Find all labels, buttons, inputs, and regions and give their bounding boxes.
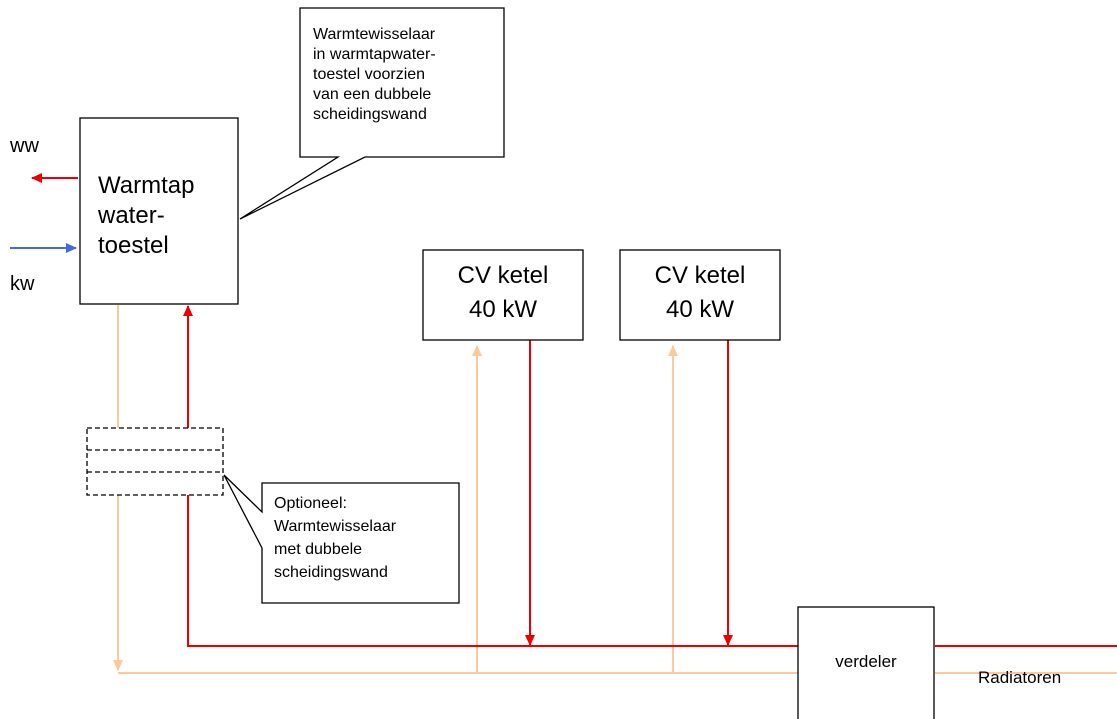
boiler-1-box xyxy=(422,249,584,341)
callout-top-line-2: in warmtapwater- xyxy=(313,46,436,63)
callout-bottom-text: Optioneel: Warmtewisselaar met dubbele s… xyxy=(274,495,401,581)
heater-label-line-3: toestel xyxy=(98,232,169,259)
optional-heat-exchanger xyxy=(86,427,224,496)
callout-top-bubble xyxy=(239,7,505,220)
hot-water-heater-box xyxy=(79,117,239,305)
callout-top-text: Warmtewisselaar in warmtapwater- toestel… xyxy=(313,26,440,123)
heater-label-line-2: water- xyxy=(97,202,165,229)
ww-label: ww xyxy=(9,135,39,157)
boiler-2-line-1: CV ketel xyxy=(655,262,746,289)
callout-top-line-1: Warmtewisselaar xyxy=(313,26,436,43)
radiators-label: Radiatoren xyxy=(978,668,1061,687)
boiler-2-line-2: 40 kW xyxy=(666,296,734,323)
heater-label-line-1: Warmtap xyxy=(98,172,194,199)
boiler-1-line-2: 40 kW xyxy=(469,296,537,323)
callout-bottom-line-4: scheidingswand xyxy=(274,564,388,581)
callout-bottom-line-3: met dubbele xyxy=(274,541,362,558)
supply-main-pipe xyxy=(187,495,798,647)
callout-top-line-3: toestel voorzien xyxy=(313,66,425,83)
boiler-1-line-1: CV ketel xyxy=(458,262,549,289)
kw-label: kw xyxy=(10,273,35,295)
heater-label: Warmtap water- toestel xyxy=(97,172,201,259)
distributor-label: verdeler xyxy=(835,652,897,671)
callout-bottom-line-1: Optioneel: xyxy=(274,495,347,512)
distributor-box xyxy=(797,606,935,719)
callout-bottom-bubble xyxy=(223,474,460,604)
callout-top-line-4: van een dubbele xyxy=(313,86,431,103)
callout-bottom-line-2: Warmtewisselaar xyxy=(274,518,397,535)
boiler-2-box xyxy=(619,249,781,341)
callout-top-line-5: scheidingswand xyxy=(313,106,427,123)
